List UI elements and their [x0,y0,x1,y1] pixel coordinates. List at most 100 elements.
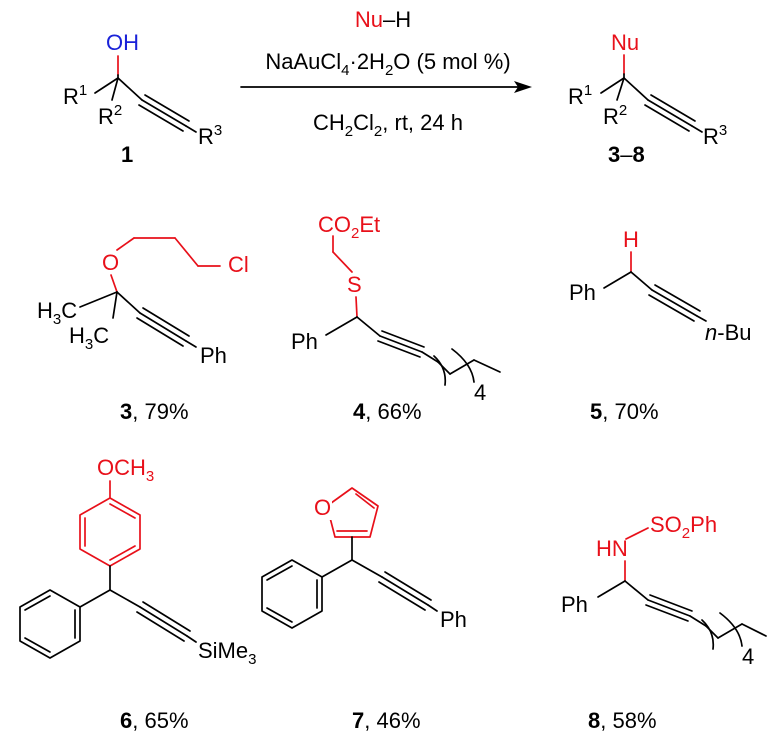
furan-oxygen-label: O [314,495,331,520]
ch-alkyne-bond [109,589,141,608]
product-range: 3–8 [608,142,645,167]
alkyne-1 [139,606,188,637]
repeat-bracket-left [701,619,715,650]
chain-bond-3 [449,359,475,375]
furan-o-mask [312,496,332,520]
alkyne-bond-3 [138,104,184,132]
c-r1-bond [94,77,119,94]
chloro-label: Cl [228,252,249,277]
alkyne-2 [384,571,432,601]
r1-label: R1 [63,82,87,109]
alkyne-3 [648,294,695,322]
alkyne-r3-bond [691,125,703,133]
ch2-s-bond [332,251,353,273]
c-ch3b-bond [112,291,118,319]
methoxy-label: OCH3 [97,455,154,485]
alkyne-ph-bond [427,604,438,612]
phenyl-double-3 [24,637,51,653]
repeat-count: 4 [474,380,486,405]
chain-bond [689,615,707,627]
methyl-label-b: H3C [69,323,109,353]
alkyne-2 [142,601,191,632]
nucleophile-reagent: Nu–H [355,7,411,32]
alkyne-bond-2 [650,94,696,122]
c-alkyne-bond [623,77,649,101]
trimethylsilyl-label: SiMe3 [198,638,256,668]
phenyl-label: Ph [200,343,227,368]
compound-7-structure: O Ph [261,487,467,632]
alkyne-3 [645,604,689,622]
alkyne-3 [378,581,426,611]
compound-3-caption: 3, 79% [120,399,189,424]
chain-bond-3 [717,623,743,639]
alkyne-bu-bond [696,315,707,322]
r2-label: R2 [98,102,122,129]
n-s-bond [625,527,649,540]
ch-phenyl-bond [79,589,111,608]
alkyne-3 [136,317,184,347]
compound-7-caption: 7, 46% [352,708,421,733]
alkyne-1 [651,289,698,317]
alkyne-1 [381,576,429,606]
starting-material-1: OH R1 R2 R3 1 [63,30,222,167]
compound-6-structure: OCH3 SiMe3 [19,455,256,668]
alkyne-2 [649,594,693,612]
substrate-number: 1 [121,142,133,167]
reaction-arrow-group: Nu–H NaAuCl4·2H2O (5 mol %) CH2Cl2, rt, … [240,7,532,140]
alkyne-bond-1 [647,99,693,127]
c-ch3a-bond [79,291,118,308]
ch-ph-bond [603,271,632,289]
phenyl-label: Ph [569,280,596,305]
c-r2-bond [616,77,625,101]
catalyst-label: NaAuCl4·2H2O (5 mol %) [265,49,510,79]
r1-label: R1 [568,82,592,109]
phenyl-label: Ph [440,607,467,632]
r3-label: R3 [198,122,222,149]
nu-label: Nu [611,30,639,55]
ch-alkyne-bond [630,271,653,291]
chain-bond [421,351,439,363]
phenyl-ring [19,589,81,659]
phenyl-double-2 [24,595,51,611]
hydroxyl-label: OH [106,30,139,55]
anisyl-ring [79,497,141,567]
amine-label: HN [596,536,628,561]
phenyl-label: Ph [291,329,318,354]
furan-double-1 [355,493,375,509]
alkyne-bond-3 [644,104,690,132]
alkyne-1 [647,599,691,617]
chain-bond-2 [705,625,719,639]
compound-6-caption: 6, 65% [120,708,189,733]
ch2-ch2-bond-2 [174,237,199,267]
sulfonyl-label: SO2Ph [650,512,717,542]
alkyne-1 [379,335,423,353]
product-general: Nu R1 R2 R3 3–8 [568,30,727,167]
chain-bond-4 [741,623,767,637]
alkyne-r3-bond [185,125,197,133]
compound-5-structure: H Ph n-Bu [569,227,752,345]
conditions-label: CH2Cl2, rt, 24 h [313,110,463,140]
ch-phenyl-bond [321,559,353,578]
c-alkyne-bond [117,77,143,101]
alkyne-si-bond [186,635,197,643]
c-alkyne-bond [116,291,141,314]
chain-bond-4 [473,359,501,373]
alkyne-2 [142,307,190,337]
c-r2-bond [111,77,119,101]
ch-ph-bond [325,316,358,336]
compound-8-structure: HN SO2Ph Ph 4 [561,512,767,669]
alkyne-2 [654,284,701,312]
s-ch-bond [355,296,358,318]
repeat-count: 4 [742,644,754,669]
compound-4-structure: CO2Et S Ph 4 [291,212,501,405]
hydrogen-label: H [623,227,639,252]
compound-8-caption: 8, 58% [588,708,657,733]
alkyne-ph-bond [185,340,197,348]
r3-label: R3 [703,122,727,149]
compound-4-caption: 4, 66% [353,399,422,424]
phenyl-double-2 [266,565,293,581]
alkyne-bond-2 [144,94,190,122]
phenyl-label: Ph [561,592,588,617]
compound-3-structure: O Cl H3C H3C Ph [37,237,249,368]
